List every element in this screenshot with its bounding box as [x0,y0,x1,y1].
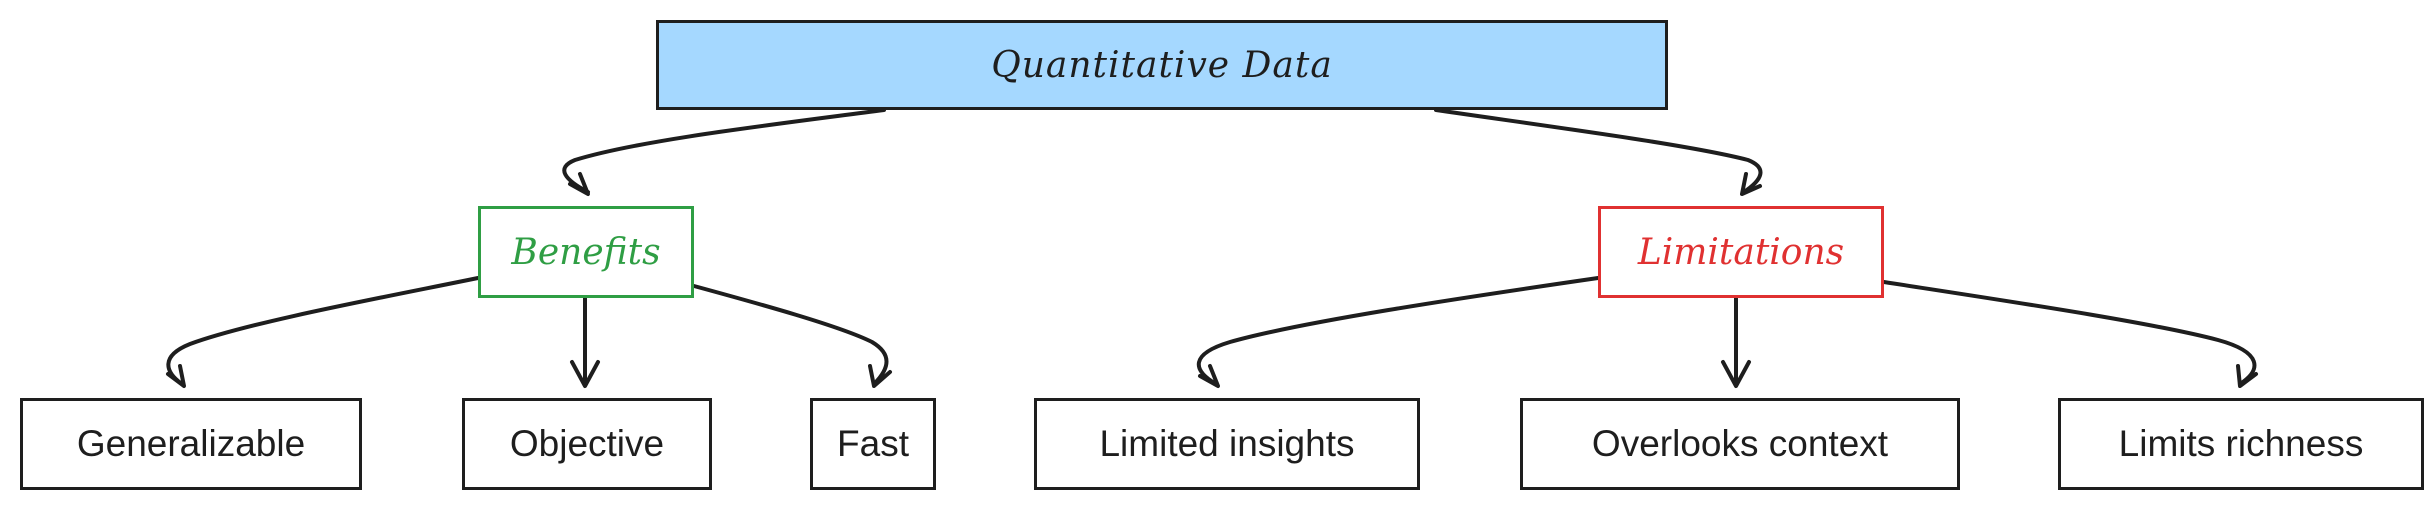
arrow-limitations-to-limits-richness [1882,280,2257,386]
leaf-node-generalizable: Generalizable [20,398,362,490]
limitations-label: Limitations [1637,231,1845,273]
arrow-root-to-limitations [1434,108,1763,194]
benefits-label: Benefits [511,231,661,273]
benefits-node: Benefits [478,206,694,298]
arrow-root-to-benefits [562,108,886,194]
leaf-node-fast: Fast [810,398,936,490]
leaf-node-limits-richness: Limits richness [2058,398,2424,490]
leaf-label: Objective [509,423,665,464]
arrowhead-limits-richness [2236,364,2258,388]
arrowhead-benefits [568,172,590,196]
leaf-node-overlooks-context: Overlooks context [1520,398,1960,490]
leaf-label: Overlooks context [1591,423,1889,464]
arrowhead-fast [868,364,892,388]
leaf-label: Fast [837,423,909,464]
arrow-limitations-to-limited-insights [1197,276,1600,386]
arrowhead-overlooks-context [1721,360,1751,388]
arrowhead-objective [570,360,600,388]
root-node: Quantitative Data [656,20,1668,110]
arrow-benefits-to-generalizable [166,276,480,386]
arrow-benefits-to-fast [692,284,889,386]
limitations-node: Limitations [1598,206,1884,298]
leaf-node-objective: Objective [462,398,712,490]
arrowhead-generalizable [166,364,186,388]
leaf-label: Generalizable [76,423,306,464]
leaf-label: Limits richness [2118,423,2364,464]
leaf-node-limited-insights: Limited insights [1034,398,1420,490]
arrowhead-limitations [1740,172,1762,196]
root-label: Quantitative Data [991,44,1333,86]
leaf-label: Limited insights [1099,423,1355,464]
arrowhead-limited-insights [1198,364,1220,388]
